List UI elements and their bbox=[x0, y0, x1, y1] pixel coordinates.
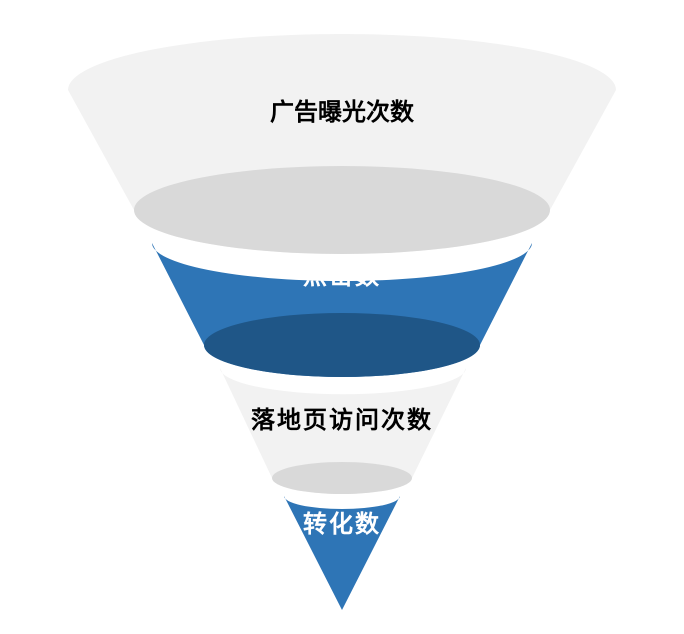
stage-label-conversions: 转化数 bbox=[303, 510, 381, 538]
funnel-stage-clicks bbox=[152, 243, 532, 377]
stage-visits-rim bbox=[272, 462, 412, 494]
funnel-stage-visits bbox=[220, 368, 466, 494]
stage-impressions-rim bbox=[134, 166, 550, 254]
funnel-stage-impressions bbox=[68, 34, 616, 254]
stage-label-clicks: 点击数 bbox=[303, 262, 381, 290]
stage-conversions-body bbox=[284, 496, 400, 610]
stage-label-impressions: 广告曝光次数 bbox=[270, 98, 414, 126]
funnel-stage-conversions bbox=[284, 496, 400, 610]
stage-clicks-rim bbox=[204, 313, 480, 377]
stage-label-visits: 落地页访问次数 bbox=[251, 406, 433, 434]
stage-visits-body bbox=[220, 368, 466, 494]
